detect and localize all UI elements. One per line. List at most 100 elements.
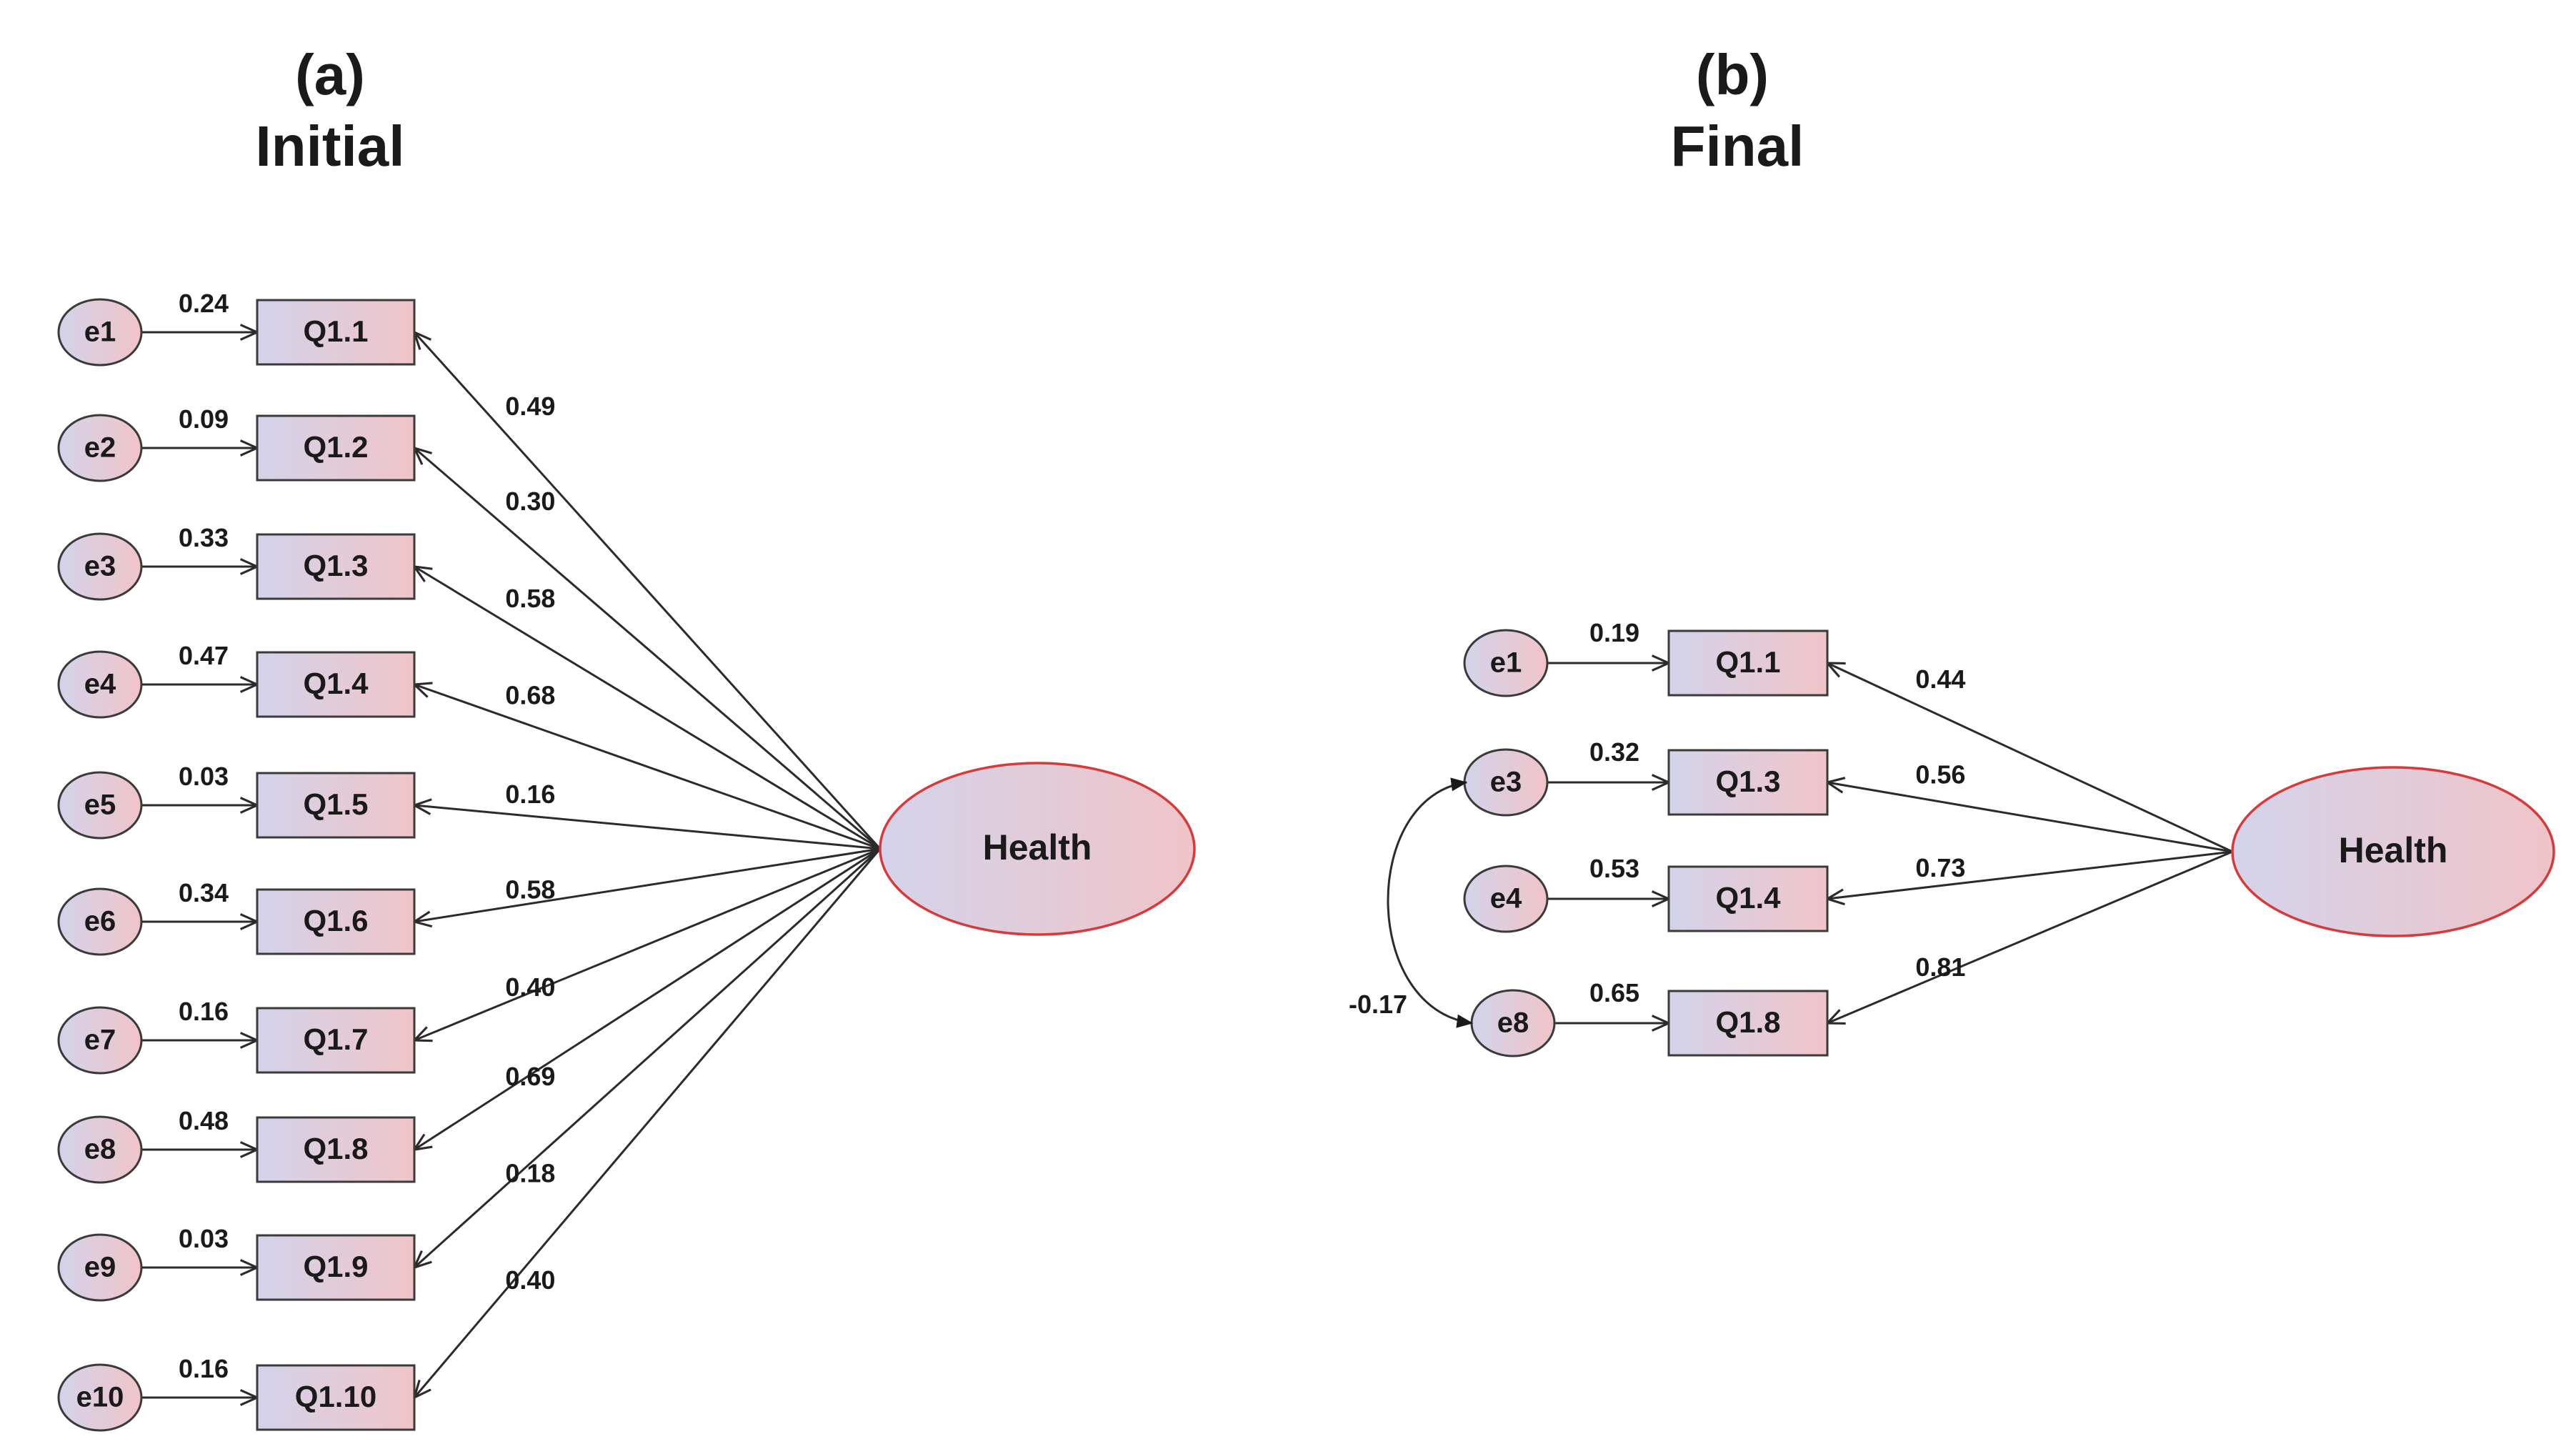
loading-path-Q1-1 [414, 332, 882, 850]
latent-health-ellipse [2231, 766, 2555, 937]
indicator-box [256, 888, 416, 955]
error-coefficient: 0.65 [1589, 978, 1639, 1007]
indicator-box [256, 1364, 416, 1431]
error-label: e1 [84, 317, 116, 348]
indicator-label: Q1.7 [303, 1022, 368, 1056]
latent-label: Health [2339, 830, 2448, 870]
error-label: e4 [84, 669, 116, 700]
indicator-label: Q1.10 [295, 1380, 376, 1413]
error-node [57, 1115, 143, 1184]
indicator-box [1667, 749, 1829, 816]
indicator-label: Q1.2 [303, 430, 368, 464]
indicator-box [256, 1234, 416, 1301]
error-node [57, 887, 143, 956]
loading-coefficient: 0.56 [1915, 760, 1965, 789]
loading-path-Q1-8 [414, 847, 881, 1150]
error-node [57, 650, 143, 719]
error-label: e10 [76, 1382, 124, 1413]
loading-path-Q1-7 [414, 847, 881, 1040]
indicator-box [256, 414, 416, 482]
error-coefficient: 0.19 [1589, 618, 1639, 647]
error-coefficient: 0.24 [179, 289, 229, 318]
indicator-box [1667, 629, 1829, 697]
indicator-label: Q1.3 [303, 549, 368, 582]
covariance-curve-e3-e8 [1387, 777, 1474, 1028]
loading-path-Q1-3 [1827, 782, 2233, 853]
error-coefficient: 0.53 [1589, 854, 1639, 883]
indicator-label: Q1.3 [1715, 765, 1780, 798]
error-label: e9 [84, 1252, 116, 1283]
loading-coefficient: 0.40 [505, 972, 555, 1002]
loading-path-Q1-1 [1827, 663, 2233, 853]
loading-coefficient: 0.69 [505, 1062, 555, 1091]
error-node [57, 532, 143, 601]
loading-coefficient: 0.16 [505, 780, 555, 809]
loading-path-Q1-5 [414, 805, 881, 850]
indicator-box [256, 533, 416, 600]
error-label: e4 [1490, 883, 1522, 915]
loading-path-Q1-9 [414, 847, 882, 1268]
error-coefficient: 0.03 [179, 1224, 229, 1253]
error-node [57, 414, 143, 482]
error-coefficient: 0.16 [179, 997, 229, 1026]
error-node [57, 298, 143, 367]
loading-coefficient: 0.81 [1915, 952, 1965, 982]
latent-label: Health [983, 827, 1092, 867]
indicator-box [256, 651, 416, 718]
panel-a-initial-model: e1 Q1.1 0.24 0.49 e2 Q1.2 0.09 0.30 e3 Q1.3 0.33 0.… [57, 289, 1196, 1432]
loading-coefficient: 0.58 [505, 875, 555, 905]
loading-coefficient: 0.73 [1915, 853, 1965, 882]
loading-path-Q1-2 [414, 448, 881, 850]
error-coefficient: 0.48 [179, 1106, 229, 1135]
error-coefficient: 0.33 [179, 523, 229, 552]
error-node [1463, 629, 1549, 697]
indicator-box [1667, 990, 1829, 1057]
indicator-box [1667, 865, 1829, 932]
loading-path-Q1-3 [414, 567, 881, 850]
indicator-label: Q1.9 [303, 1250, 368, 1283]
error-label: e3 [1490, 767, 1522, 798]
error-label: e2 [84, 432, 116, 464]
indicator-box [256, 1007, 416, 1074]
error-coefficient: 0.03 [179, 762, 229, 791]
indicator-box [256, 299, 416, 366]
loading-path-Q1-6 [414, 847, 881, 922]
loading-path-Q1-10 [414, 848, 882, 1398]
error-label: e8 [1497, 1007, 1529, 1039]
indicator-label: Q1.4 [1715, 881, 1781, 915]
error-label: e5 [84, 790, 116, 821]
indicator-label: Q1.8 [1715, 1005, 1780, 1039]
panel-a-subtitle: Initial [256, 114, 405, 178]
error-label: e1 [1490, 647, 1522, 679]
indicator-label: Q1.4 [303, 667, 369, 700]
error-coefficient: 0.32 [1589, 737, 1639, 767]
error-label: e3 [84, 551, 116, 582]
error-coefficient: 0.34 [179, 878, 229, 907]
error-coefficient: 0.09 [179, 404, 229, 434]
indicator-label: Q1.6 [303, 904, 368, 937]
error-node [57, 771, 143, 840]
error-label: e8 [84, 1134, 116, 1165]
loading-path-Q1-8 [1827, 850, 2233, 1023]
error-coefficient: 0.16 [179, 1354, 229, 1383]
indicator-label: Q1.5 [303, 787, 368, 821]
error-label: e6 [84, 906, 116, 937]
error-coefficient: 0.47 [179, 641, 229, 670]
panel-b-label: (b) [1696, 43, 1769, 106]
error-node [57, 1006, 143, 1075]
loading-coefficient: 0.44 [1915, 664, 1965, 694]
loading-path-Q1-4 [1827, 850, 2233, 899]
loading-coefficient: 0.49 [505, 392, 555, 421]
error-node [57, 1233, 143, 1302]
covariance-coefficient: -0.17 [1349, 990, 1407, 1019]
loading-coefficient: 0.40 [505, 1265, 555, 1295]
panel-a-label: (a) [295, 43, 365, 106]
indicator-label: Q1.8 [303, 1132, 368, 1165]
loading-coefficient: 0.18 [505, 1159, 555, 1188]
error-label: e7 [84, 1025, 116, 1056]
indicator-label: Q1.1 [303, 314, 368, 348]
latent-health-ellipse [879, 762, 1196, 936]
loading-coefficient: 0.30 [505, 487, 555, 516]
